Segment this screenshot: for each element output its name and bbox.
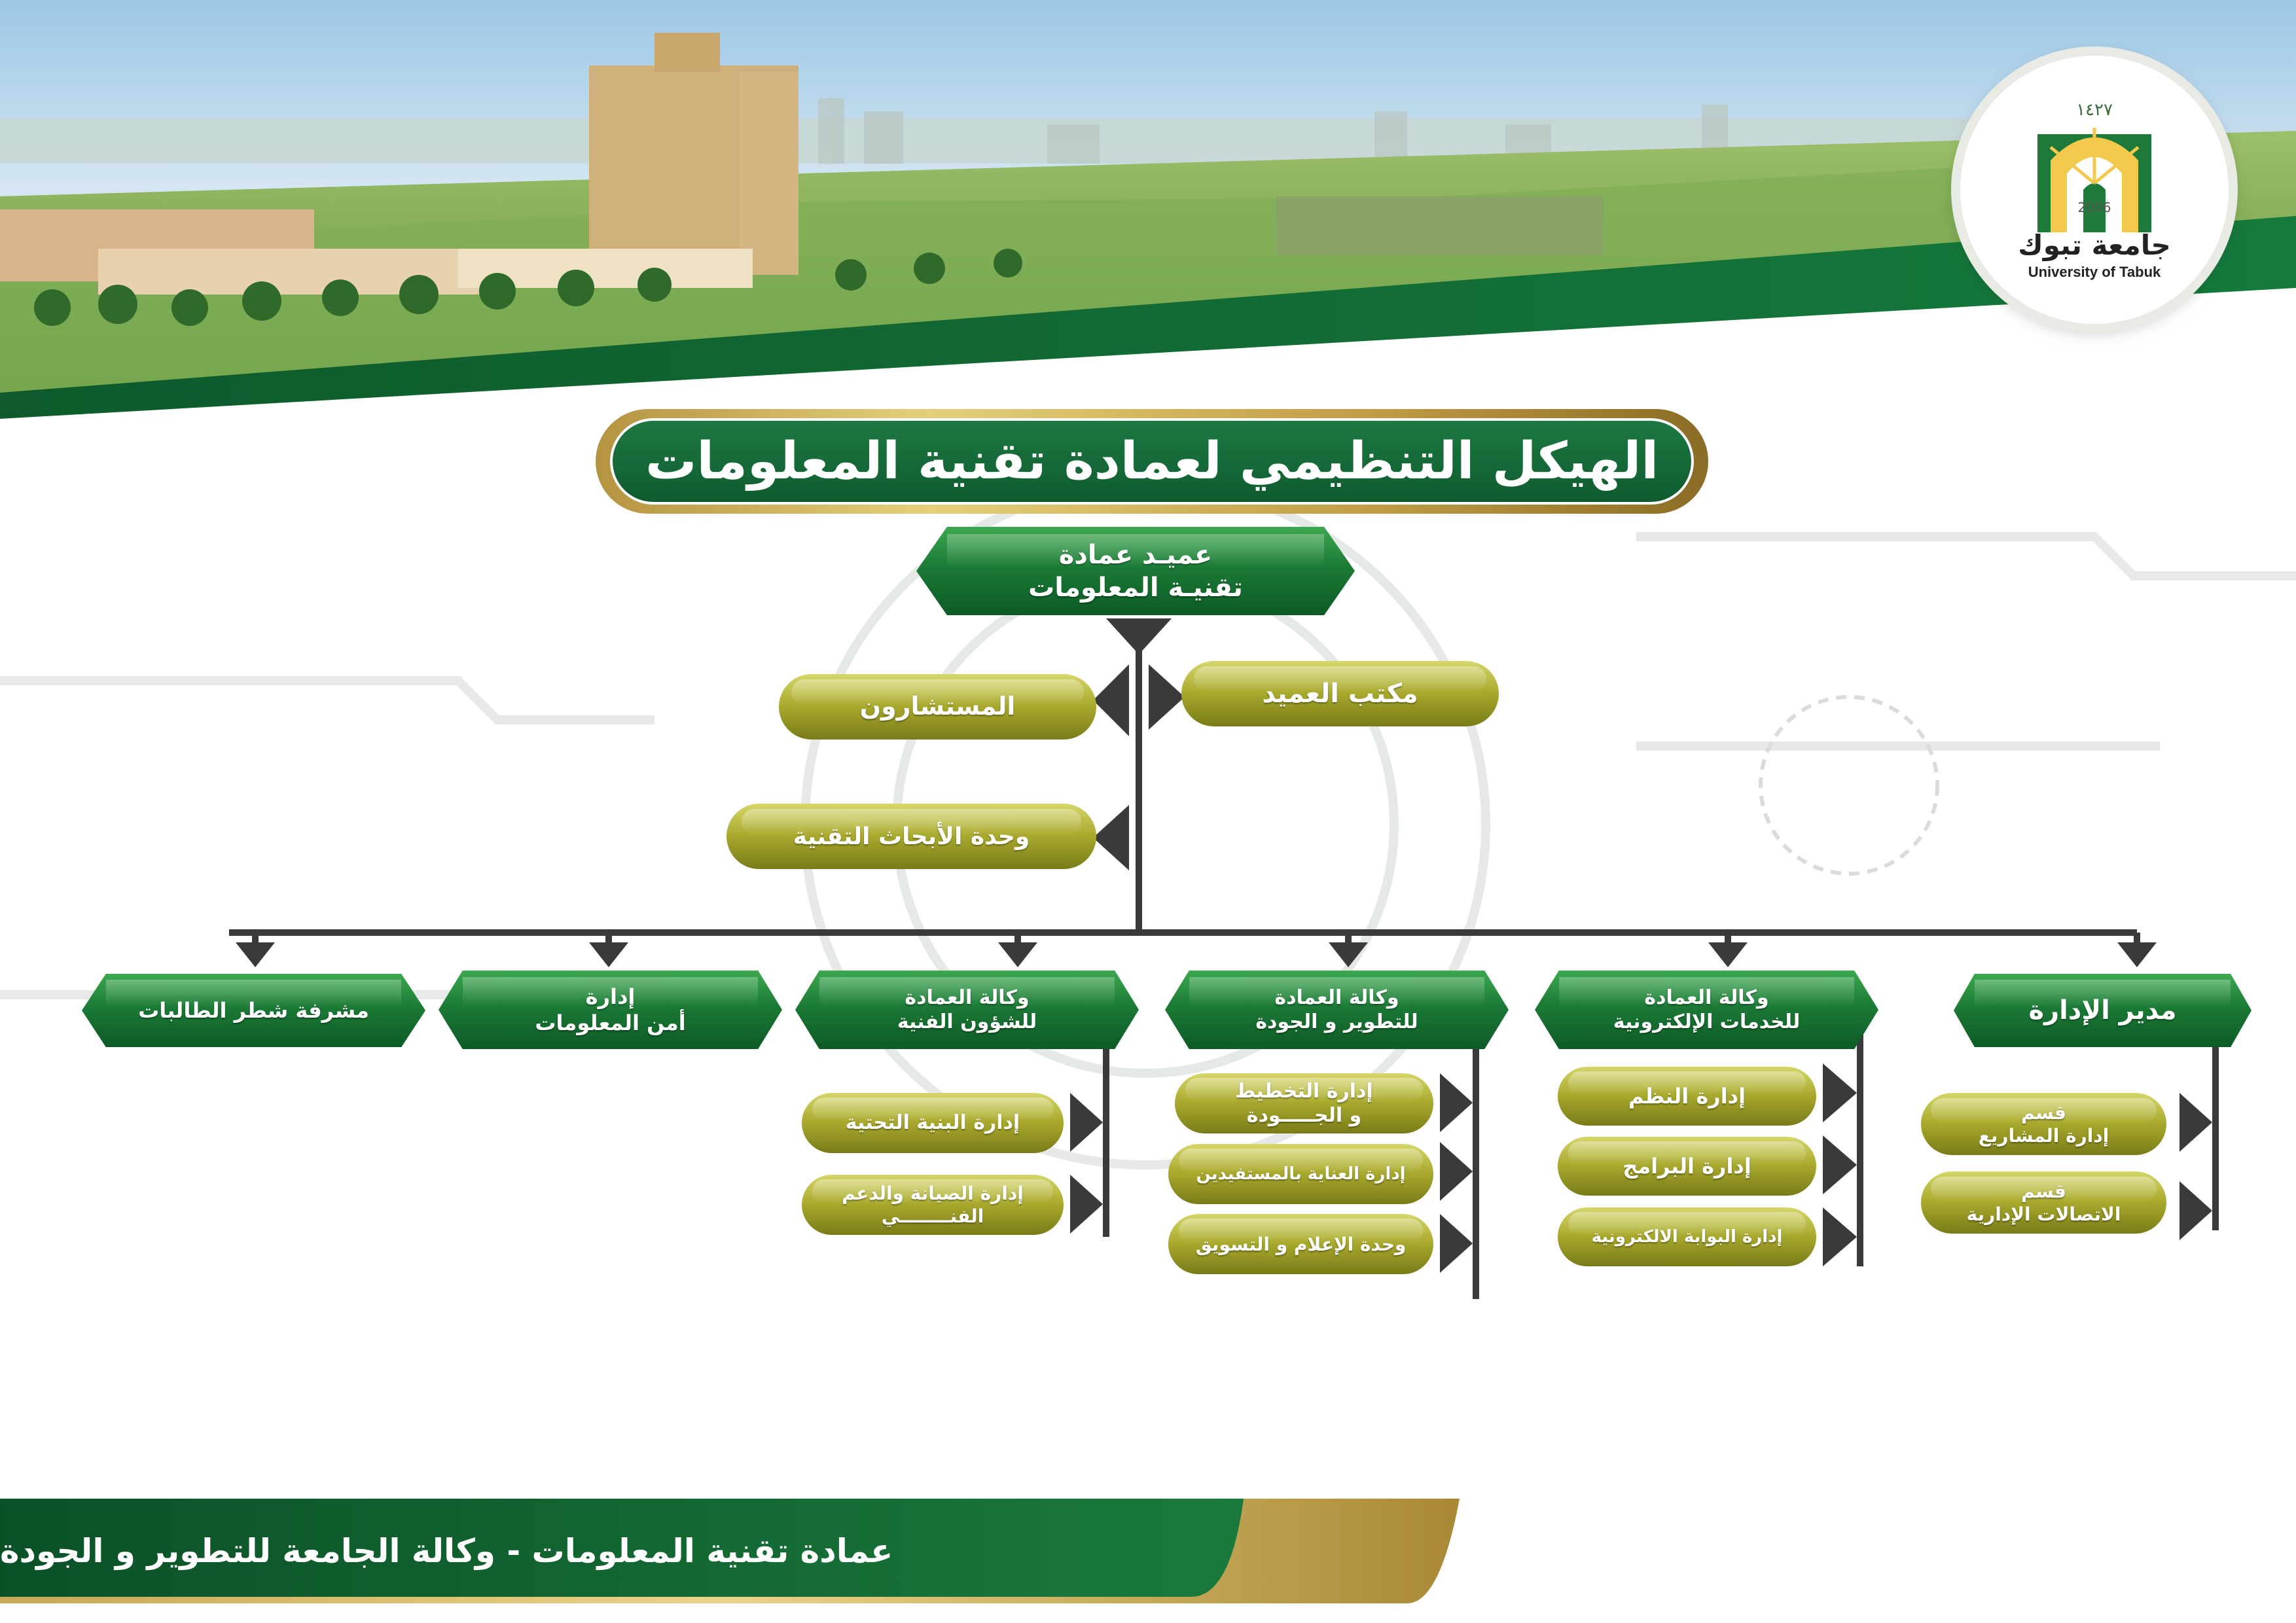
footer-text: عمادة تقنية المعلومات - وكالة الجامعة لل… — [0, 1532, 893, 1570]
node-infrastructure[interactable]: إدارة البنية التحتية — [802, 1093, 1064, 1153]
node-technical-agency[interactable]: وكالة العمادة للشؤون الفنية — [795, 971, 1139, 1049]
university-logo: ١٤٢٧ 2006 جامعة تبوك University of Tabuk — [1960, 56, 2229, 324]
logo-name-en: University of Tabuk — [2028, 264, 2161, 280]
node-eservices-agency[interactable]: وكالة العمادة للخدمات الإلكترونية — [1535, 971, 1878, 1049]
university-gate-icon — [2037, 128, 2151, 232]
node-portal-mgmt[interactable]: إدارة البوابة الالكترونية — [1558, 1207, 1816, 1266]
node-software-mgmt[interactable]: إدارة البرامج — [1558, 1137, 1816, 1196]
node-development-agency[interactable]: وكالة العمادة للتطوير و الجودة — [1165, 971, 1509, 1049]
node-dean-office[interactable]: مكتب العميد — [1181, 661, 1499, 726]
node-research-unit[interactable]: وحدة الأبحاث التقنية — [726, 804, 1096, 869]
footer-band — [0, 1499, 1460, 1603]
node-dean[interactable]: عميـد عمادة تقنيـة المعلومات — [916, 527, 1355, 615]
logo-hijri-year: ١٤٢٧ — [2076, 100, 2113, 120]
node-media-marketing[interactable]: وحدة الإعلام و التسويق — [1168, 1214, 1433, 1274]
node-info-security[interactable]: إدارة أمن المعلومات — [439, 971, 782, 1049]
chart-title: الهيكل التنظيمي لعمادة تقنية المعلومات — [645, 432, 1659, 491]
chart-title-pill: الهيكل التنظيمي لعمادة تقنية المعلومات — [596, 409, 1708, 514]
campus-banner — [0, 0, 2296, 419]
logo-name-ar: جامعة تبوك — [2018, 229, 2171, 261]
node-admin-comms-dept[interactable]: قسم الاتصالات الإدارية — [1921, 1171, 2166, 1234]
node-customer-care[interactable]: إدارة العناية بالمستفيدين — [1168, 1144, 1433, 1204]
node-advisors[interactable]: المستشارون — [779, 674, 1096, 740]
node-maintenance-support[interactable]: إدارة الصيانة والدعم الفنــــــــي — [802, 1175, 1064, 1235]
logo-year: 2006 — [2077, 200, 2111, 215]
node-female-supervisor[interactable]: مشرفة شطر الطالبات — [82, 974, 425, 1047]
node-planning-quality[interactable]: إدارة التخطيط و الجـــــودة — [1175, 1073, 1433, 1133]
node-admin-director[interactable]: مدير الإدارة — [1954, 974, 2251, 1047]
node-systems-mgmt[interactable]: إدارة النظم — [1558, 1067, 1816, 1126]
node-projects-dept[interactable]: قسم إدارة المشاريع — [1921, 1093, 2166, 1155]
